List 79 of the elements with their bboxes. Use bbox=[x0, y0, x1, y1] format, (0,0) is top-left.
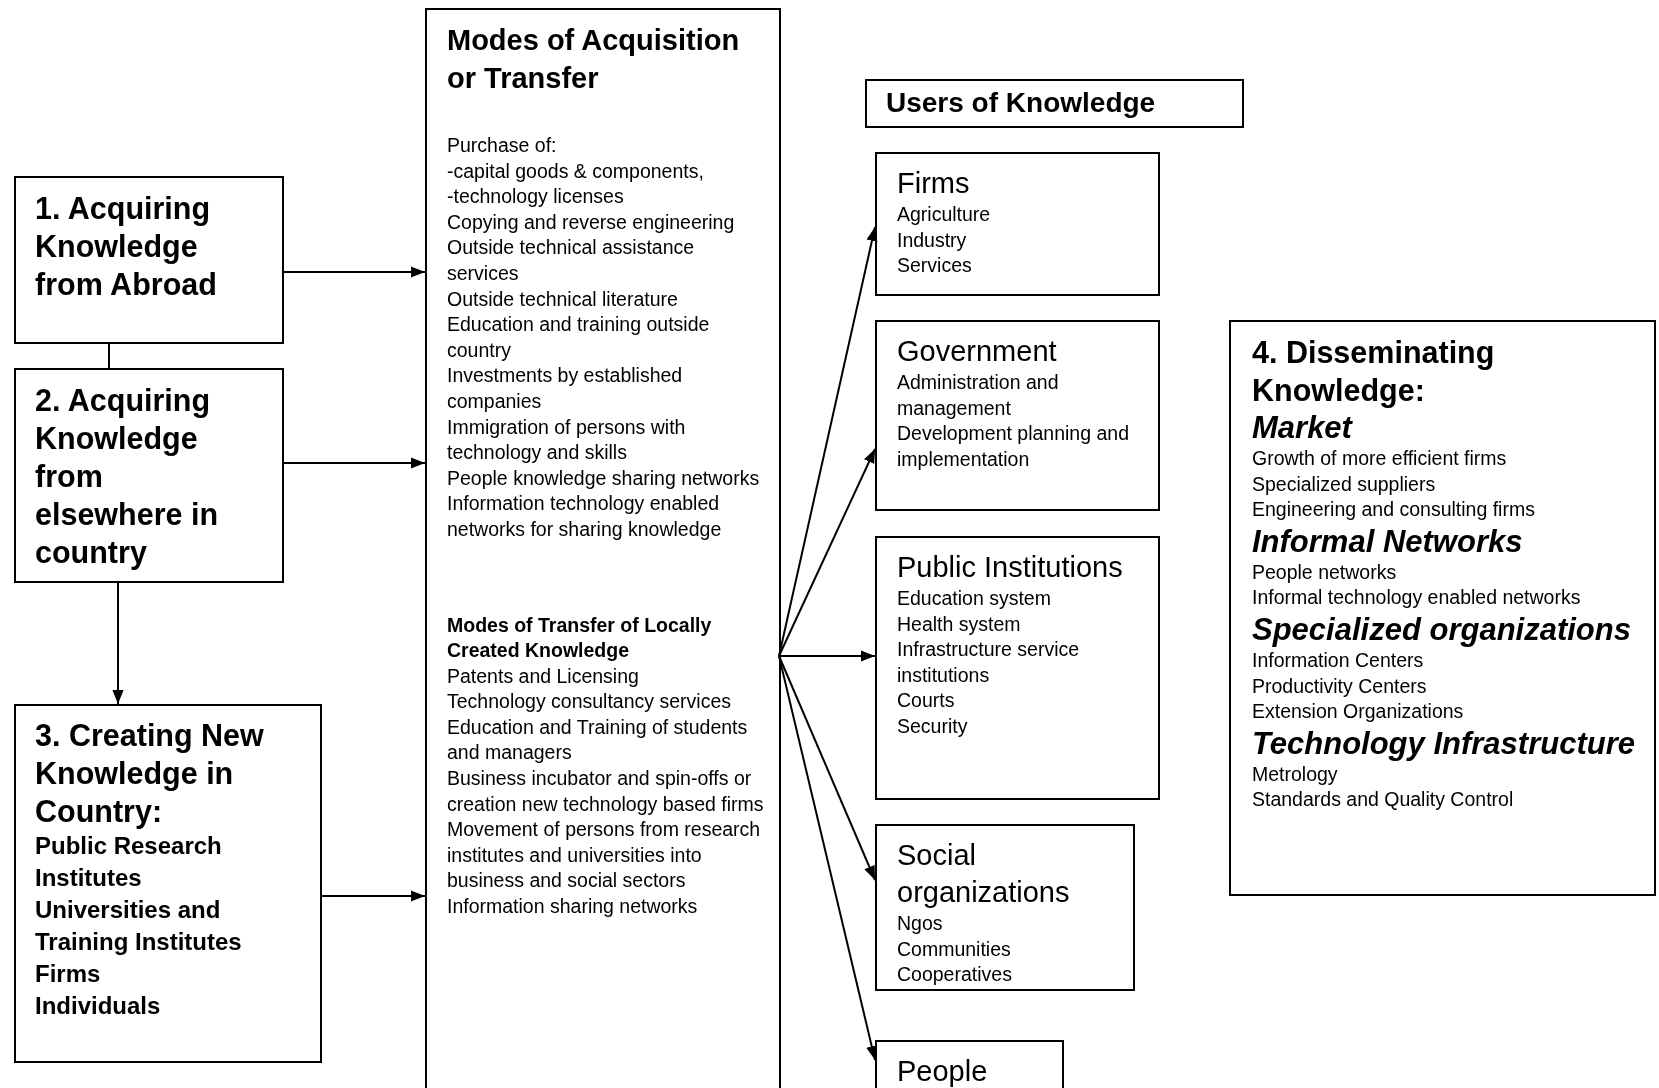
list-item: Firms bbox=[35, 959, 101, 989]
list-item: Education and Training of students and managers bbox=[447, 714, 749, 766]
list-item: People networks bbox=[1252, 559, 1397, 585]
arrow bbox=[778, 655, 878, 1061]
list-item: Business incubator and spin-offs or creation new technology based firms bbox=[447, 766, 765, 817]
text-box bbox=[875, 320, 1160, 511]
arrow bbox=[112, 582, 124, 705]
arrow bbox=[778, 650, 876, 662]
list-item: -technology licenses bbox=[447, 184, 624, 210]
heading: 2. Acquiring Knowledge from elsewhere in country bbox=[35, 382, 220, 571]
list-item: Productivity Centers bbox=[1252, 673, 1427, 699]
list-item: Movement of persons from research institutes and universities into business and social sectors bbox=[447, 817, 762, 894]
heading: Government bbox=[897, 334, 1057, 369]
list-item: Engineering and consulting firms bbox=[1252, 497, 1535, 523]
text-box bbox=[14, 368, 284, 583]
list-item: Outside technical literature bbox=[447, 286, 678, 312]
list-item: Specialized suppliers bbox=[1252, 471, 1436, 497]
heading: Public Institutions bbox=[897, 550, 1123, 585]
heading: Firms bbox=[897, 166, 970, 201]
list-item: Purchase of: bbox=[447, 133, 557, 158]
list-item: Cooperatives bbox=[897, 962, 1012, 988]
heading: 4. Disseminating Knowledge: bbox=[1252, 334, 1496, 409]
text-box bbox=[865, 79, 1244, 128]
list-item: Growth of more efficient firms bbox=[1252, 446, 1507, 471]
connector-line bbox=[108, 343, 110, 369]
list-item: Education system bbox=[897, 586, 1051, 611]
list-item: Courts bbox=[897, 688, 955, 714]
list-item: -capital goods & components, bbox=[447, 158, 704, 184]
heading: Modes of Acquisition or Transfer bbox=[447, 23, 741, 96]
arrow bbox=[283, 266, 426, 278]
list-item: Information sharing networks bbox=[447, 894, 698, 920]
heading: 1. Acquiring Knowledge from Abroad bbox=[35, 190, 218, 303]
text-box bbox=[875, 824, 1135, 991]
list-item: Development planning and implementation bbox=[897, 421, 1130, 472]
list-item: People knowledge sharing networks bbox=[447, 465, 760, 491]
list-item: Health system bbox=[897, 611, 1021, 637]
list-item: Education and training outside country bbox=[447, 312, 711, 363]
heading: 3. Creating New Knowledge in Country: bbox=[35, 717, 265, 830]
list-item: Informal technology enabled networks bbox=[1252, 585, 1581, 611]
list-item: Investments by established companies bbox=[447, 363, 684, 414]
text-box bbox=[14, 176, 284, 344]
list-item: Patents and Licensing bbox=[447, 663, 639, 689]
arrow bbox=[321, 890, 426, 902]
list-item: Infrastructure service institutions bbox=[897, 637, 1081, 688]
list-item: Public Research Institutes bbox=[35, 831, 223, 893]
list-item: Standards and Quality Control bbox=[1252, 787, 1514, 813]
list-item: Ngos bbox=[897, 911, 943, 936]
list-item: Outside technical assistance services bbox=[447, 235, 696, 286]
list-item: Industry bbox=[897, 227, 967, 253]
arrow bbox=[778, 226, 878, 657]
heading: People bbox=[897, 1054, 988, 1088]
subheading: Modes of Transfer of Locally Created Knowledge bbox=[447, 612, 713, 664]
text-box bbox=[875, 536, 1160, 800]
list-item: Information technology enabled networks for sharing knowledge bbox=[447, 491, 723, 542]
subheading: Technology Infrastructure bbox=[1252, 724, 1635, 762]
subheading: Specialized organizations bbox=[1252, 610, 1631, 648]
heading: Social organizations bbox=[897, 838, 1071, 910]
arrow bbox=[283, 457, 426, 469]
list-item: Universities and Training Institutes bbox=[35, 895, 243, 957]
list-item: Administration and management bbox=[897, 370, 1060, 421]
subheading: Informal Networks bbox=[1252, 522, 1523, 560]
heading: Users of Knowledge bbox=[886, 86, 1156, 120]
list-item: Services bbox=[897, 253, 972, 279]
list-item: Immigration of persons with technology and skills bbox=[447, 414, 687, 466]
list-item: Information Centers bbox=[1252, 647, 1424, 673]
arrow bbox=[778, 448, 876, 657]
list-item: Extension Organizations bbox=[1252, 699, 1464, 725]
list-item: Security bbox=[897, 713, 968, 739]
list-item: Copying and reverse engineering bbox=[447, 209, 735, 235]
list-item: Technology consultancy services bbox=[447, 689, 731, 715]
subheading: Market bbox=[1252, 409, 1352, 446]
list-item: Agriculture bbox=[897, 202, 991, 227]
list-item: Communities bbox=[897, 936, 1011, 962]
list-item: Metrology bbox=[1252, 761, 1338, 787]
text-box bbox=[875, 152, 1160, 296]
text-box bbox=[425, 8, 781, 1088]
text-box bbox=[14, 704, 322, 1063]
list-item: Individuals bbox=[35, 991, 161, 1021]
text-box bbox=[1229, 320, 1656, 896]
